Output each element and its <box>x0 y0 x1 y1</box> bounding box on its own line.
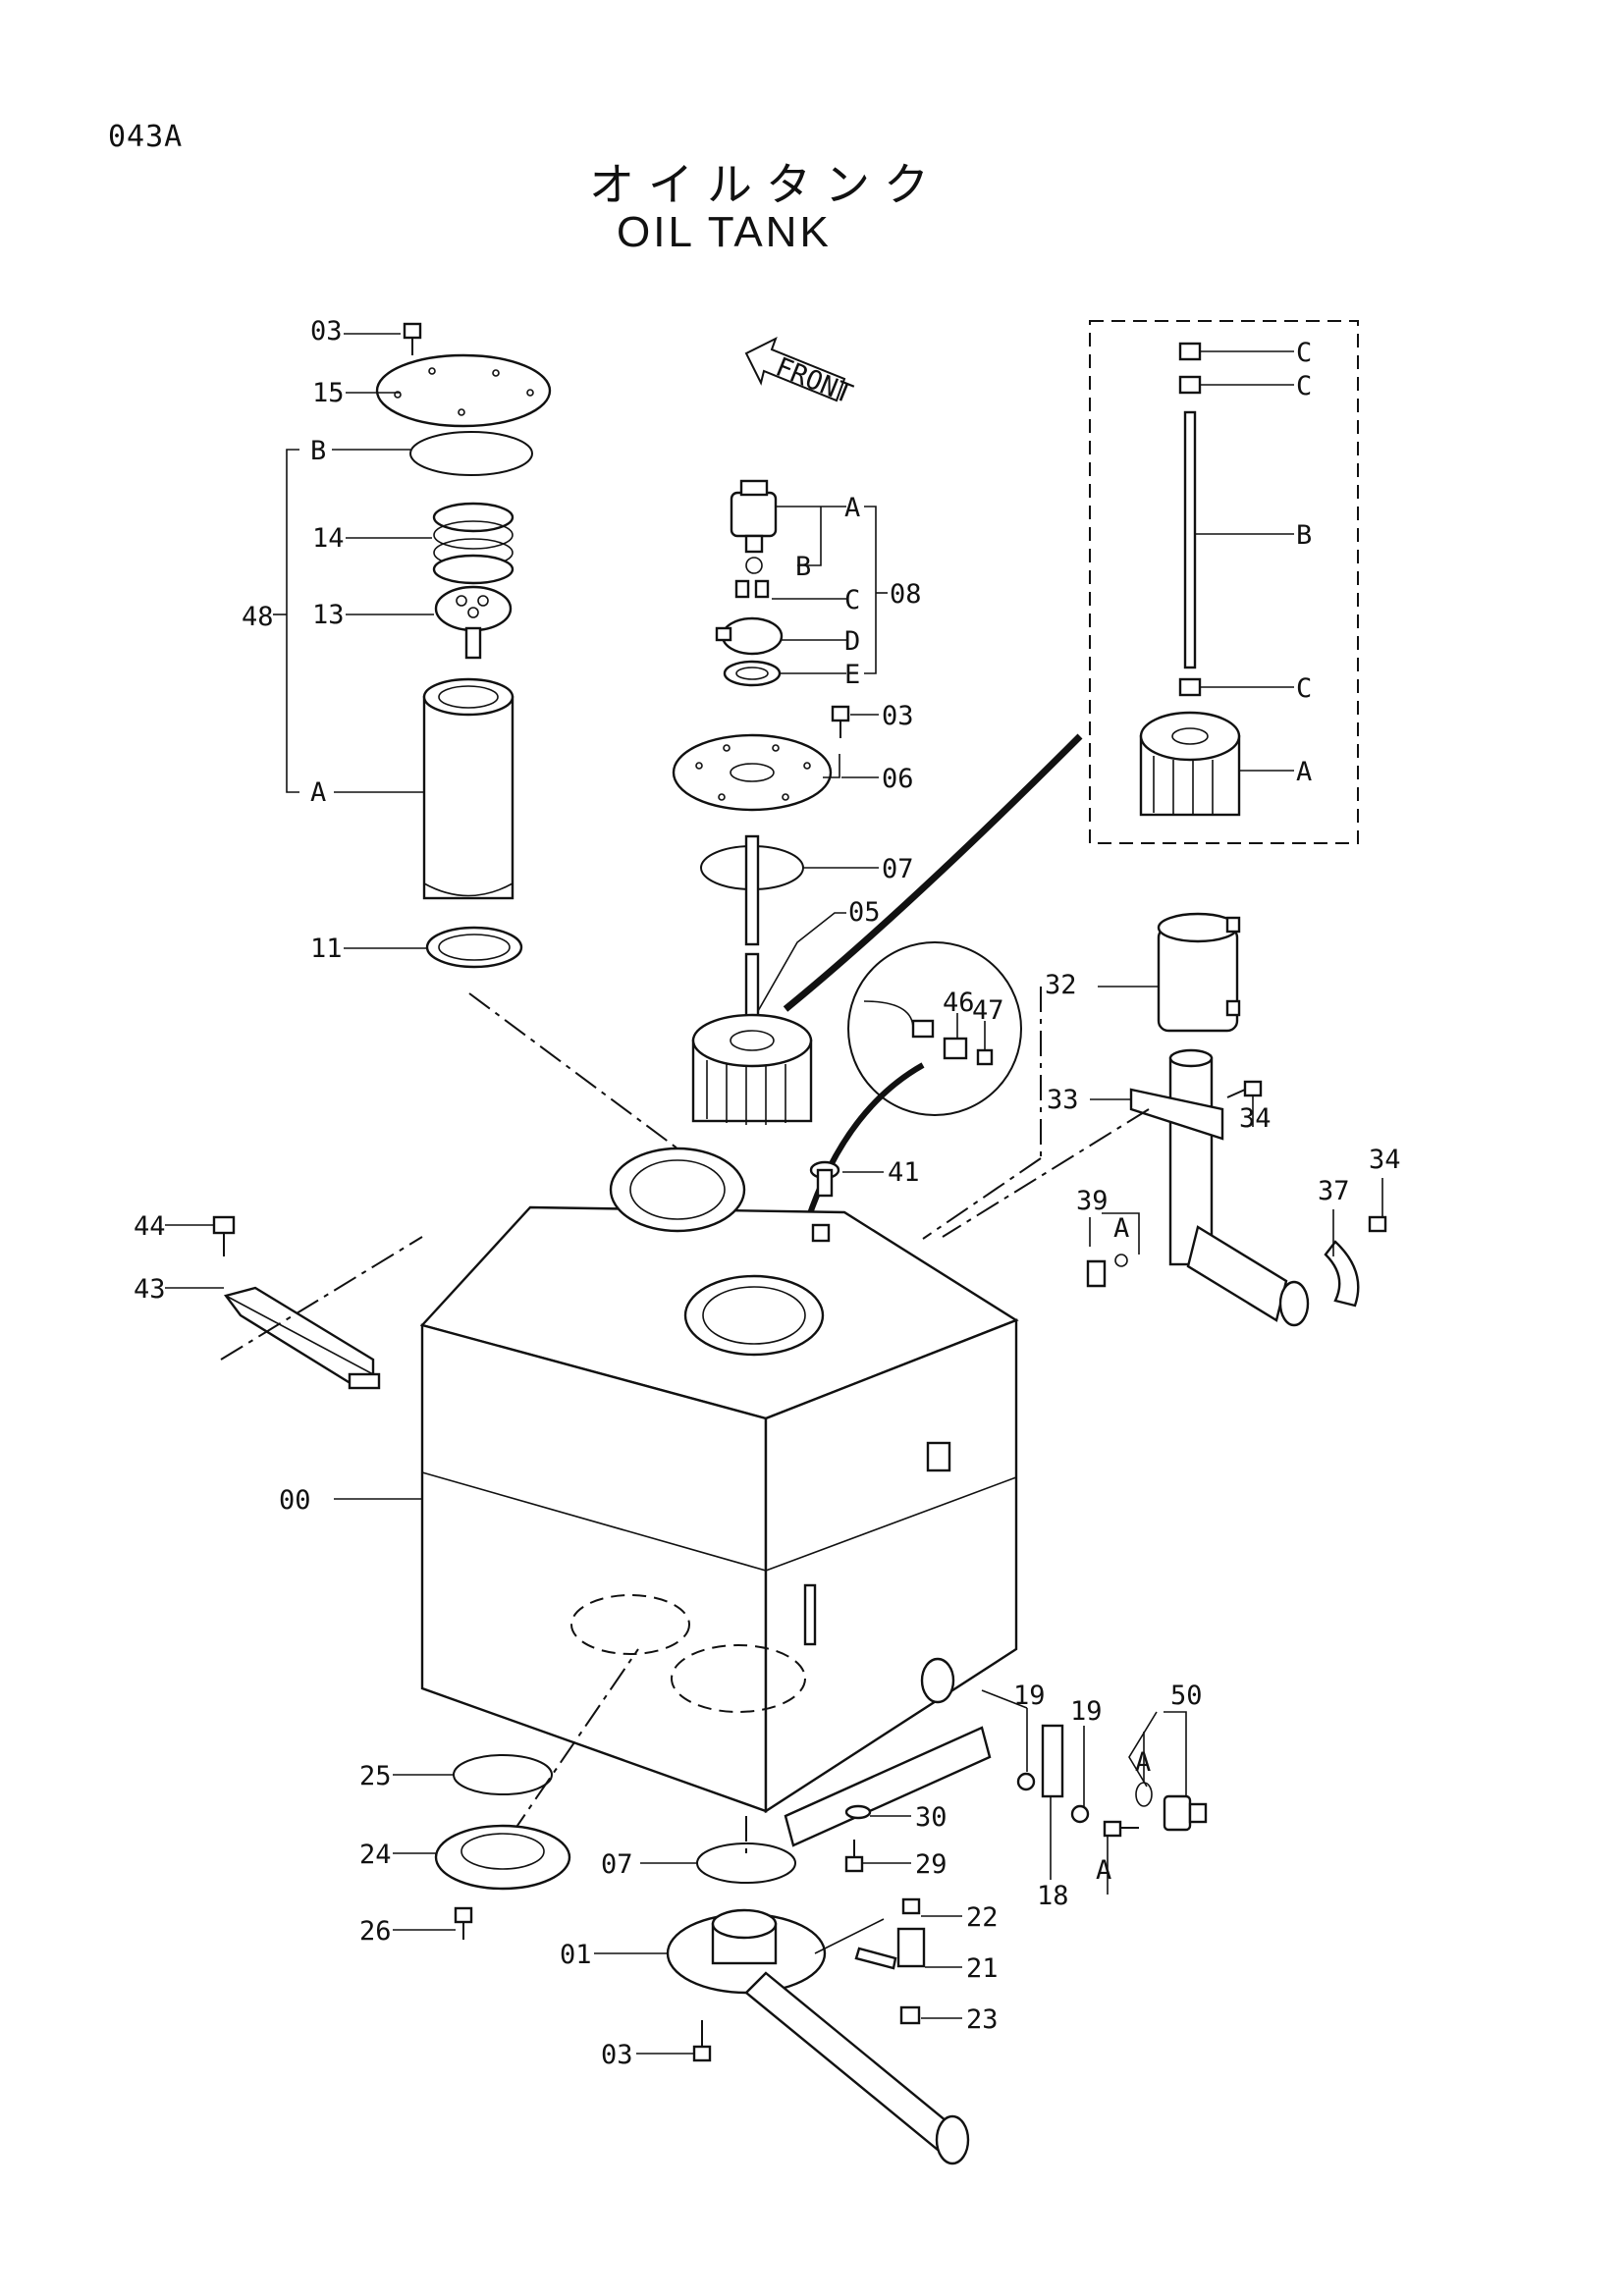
callout-46: 46 <box>943 988 975 1018</box>
callout-08-c: C <box>844 585 860 615</box>
callout-25: 25 <box>359 1761 392 1791</box>
return-filter-cover-15 <box>375 353 552 428</box>
callout-21: 21 <box>966 1953 999 1984</box>
callout-c2: C <box>1296 371 1312 401</box>
filter-element-a-left <box>422 677 514 900</box>
callout-a-18: A <box>1096 1855 1111 1886</box>
callout-37: 37 <box>1318 1176 1350 1206</box>
front-arrow-icon: FRONT <box>744 336 856 410</box>
callout-22: 22 <box>966 1902 999 1933</box>
callout-30: 30 <box>915 1802 947 1833</box>
callout-a-39: A <box>1113 1213 1129 1244</box>
bolt-26 <box>454 1906 473 1940</box>
o-ring-25 <box>453 1754 553 1795</box>
filter-element-center <box>691 1013 813 1125</box>
spring-14 <box>432 502 514 585</box>
callout-08: 08 <box>890 579 922 610</box>
callout-a-left: A <box>310 777 326 808</box>
callout-08-a: A <box>844 493 860 523</box>
callout-c3: C <box>1296 673 1312 704</box>
callout-34a: 34 <box>1239 1103 1272 1134</box>
callout-32: 32 <box>1045 970 1077 1000</box>
callout-47: 47 <box>972 995 1004 1026</box>
callout-08-d: D <box>844 626 860 657</box>
callout-19b: 19 <box>1070 1696 1103 1727</box>
callout-34b: 34 <box>1369 1145 1401 1175</box>
bolt-03-mid <box>831 705 850 738</box>
callout-03-bottom: 03 <box>601 2040 633 2070</box>
o-ring-b-left <box>409 431 533 476</box>
valve-assembly-08 <box>715 479 784 687</box>
bolt-03-bottom <box>692 2020 712 2062</box>
hose-32 <box>1157 912 1241 1033</box>
callout-19a: 19 <box>1013 1681 1046 1711</box>
elbow-39 <box>1086 1254 1128 1288</box>
suction-strainer-01 <box>666 1908 970 2165</box>
callout-05: 05 <box>848 897 881 928</box>
callout-03-mid: 03 <box>882 701 914 731</box>
callout-c1: C <box>1296 338 1312 368</box>
fittings-46-47 <box>863 1000 994 1066</box>
callout-07-bottom: 07 <box>601 1849 633 1880</box>
suction-pipe <box>1168 1048 1310 1327</box>
callout-a-50: A <box>1135 1747 1151 1778</box>
callout-00: 00 <box>279 1485 311 1516</box>
callout-18: 18 <box>1037 1881 1069 1911</box>
washer-30 <box>844 1804 872 1820</box>
bolt-34a <box>1226 1080 1263 1098</box>
callout-b-left: B <box>310 436 326 466</box>
pipe-05 <box>744 834 760 1030</box>
valve-13 <box>434 585 513 660</box>
gasket-11 <box>425 926 523 969</box>
flange-24 <box>434 1824 571 1891</box>
callout-26: 26 <box>359 1916 392 1947</box>
sight-gauge-18 <box>1016 1724 1153 1838</box>
callout-07-top: 07 <box>882 854 914 884</box>
bolt-44 <box>212 1215 236 1256</box>
callout-41: 41 <box>888 1157 920 1188</box>
callout-39: 39 <box>1076 1186 1109 1216</box>
breather-41 <box>809 1160 840 1243</box>
page-code: 043A <box>108 120 184 154</box>
detail-circle-46-47 <box>847 941 1022 1116</box>
callout-29: 29 <box>915 1849 947 1880</box>
callout-44: 44 <box>134 1211 166 1242</box>
callout-11: 11 <box>310 934 343 964</box>
bolt-03-top <box>403 322 422 355</box>
callout-13: 13 <box>312 600 345 630</box>
callout-a-right: A <box>1296 757 1312 787</box>
drain-valve-21-22-23 <box>854 1897 926 2025</box>
callout-48: 48 <box>242 602 274 632</box>
bracket-33 <box>1129 1088 1224 1141</box>
bracket-37-clamp <box>1324 1215 1387 1308</box>
oil-tank-body-00 <box>419 1147 1019 1847</box>
callout-08-b: B <box>795 552 811 582</box>
callout-08-e: E <box>844 660 860 690</box>
diagram-title-japanese: オイルタンク <box>589 158 943 211</box>
callout-33: 33 <box>1047 1085 1079 1115</box>
kit-detail-box <box>1089 320 1359 844</box>
callout-14: 14 <box>312 523 345 554</box>
callout-b-right: B <box>1296 520 1312 551</box>
callout-15: 15 <box>312 378 345 408</box>
front-arrow-label: FRONT <box>771 351 856 409</box>
plate-06 <box>672 733 833 812</box>
bolt-29 <box>844 1840 864 1873</box>
callout-23: 23 <box>966 2004 999 2035</box>
callout-50: 50 <box>1170 1681 1203 1711</box>
callout-03-top: 03 <box>310 316 343 347</box>
kit-parts <box>1139 342 1241 817</box>
diagram-title-english: OIL TANK <box>617 208 832 256</box>
callout-24: 24 <box>359 1840 392 1870</box>
callout-01: 01 <box>560 1940 592 1970</box>
callout-43: 43 <box>134 1274 166 1305</box>
callout-06: 06 <box>882 764 914 794</box>
handle-43 <box>223 1286 381 1390</box>
fitting-50 <box>1163 1794 1208 1832</box>
